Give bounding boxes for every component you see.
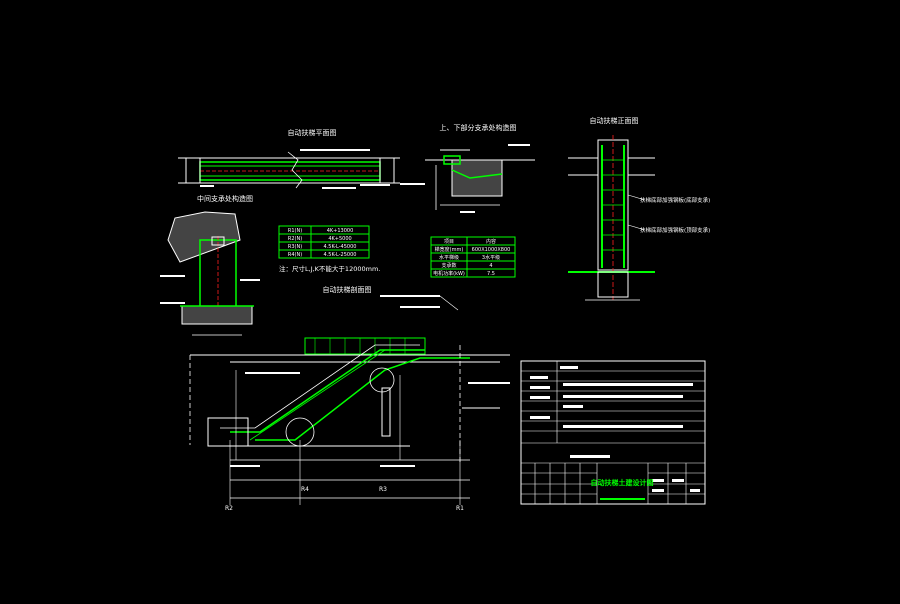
drawing-name: 自动扶梯土建设计图 [591,478,654,487]
spec-cell: 600X1000X800 [472,247,511,253]
dimension-label: R3 [379,486,387,493]
spec-cell: 7.5 [487,271,495,277]
spec-table: 项目 内容 梯宽度(mm) 600X1000X800 水平梯级 3水平级 支承数… [430,236,516,278]
reaction-cell: R1(N) [288,228,302,234]
plan-view-title: 自动扶梯平面图 [288,128,337,137]
support-detail-view: 上、下部分支承处构造图 [400,123,535,213]
elevation-title: 自动扶梯剖面图 [323,285,372,294]
support-detail-title: 上、下部分支承处构造图 [440,123,517,132]
spec-cell: 支承数 [441,262,456,269]
section-view: 自动扶梯正面图 扶梯底部加强钢板(底部支承) 扶梯底部加强钢板(顶部支承) [568,116,710,301]
reaction-cell: 4K+5000 [328,236,351,242]
reaction-cell: R3(N) [288,244,302,250]
dimension-label: R2 [225,505,233,512]
annotation-top-plate: 扶梯底部加强钢板(顶部支承) [640,226,710,234]
spec-cell: 水平梯级 [439,254,459,261]
spec-header: 项目 [444,239,454,245]
reaction-table: R1(N) 4K+13000 R2(N) 4K+5000 R3(N) 4.5K-… [278,225,380,273]
spec-cell: 3水平级 [482,254,500,261]
spec-cell: 4 [489,263,492,269]
dimension-label: R1 [456,505,464,512]
reaction-cell: R4(N) [288,252,302,258]
reaction-cell: 4.5K-L-45000 [324,244,357,250]
mid-support-view: 中间支承处构造图 [160,194,260,336]
spec-cell: 梯宽度(mm) [435,246,464,253]
reaction-cell: 4.5K-L-25000 [324,252,357,258]
reaction-cell: R2(N) [288,236,302,242]
reaction-cell: 4K+13000 [327,228,354,234]
dimension-note: 注：尺寸L,J,K不能大于12000mm. [279,264,380,273]
annotation-bottom-plate: 扶梯底部加强钢板(底部支承) [640,196,710,204]
section-view-title: 自动扶梯正面图 [590,116,639,125]
spec-cell: 电机功率(kW) [433,270,465,277]
spec-header: 内容 [486,238,496,245]
title-block: 自动扶梯土建设计图 [520,360,706,505]
plan-view: 自动扶梯平面图 [178,128,400,189]
mid-support-title: 中间支承处构造图 [197,194,253,203]
elevation-view: 自动扶梯剖面图 [189,285,510,512]
dimension-label: R4 [301,486,309,493]
